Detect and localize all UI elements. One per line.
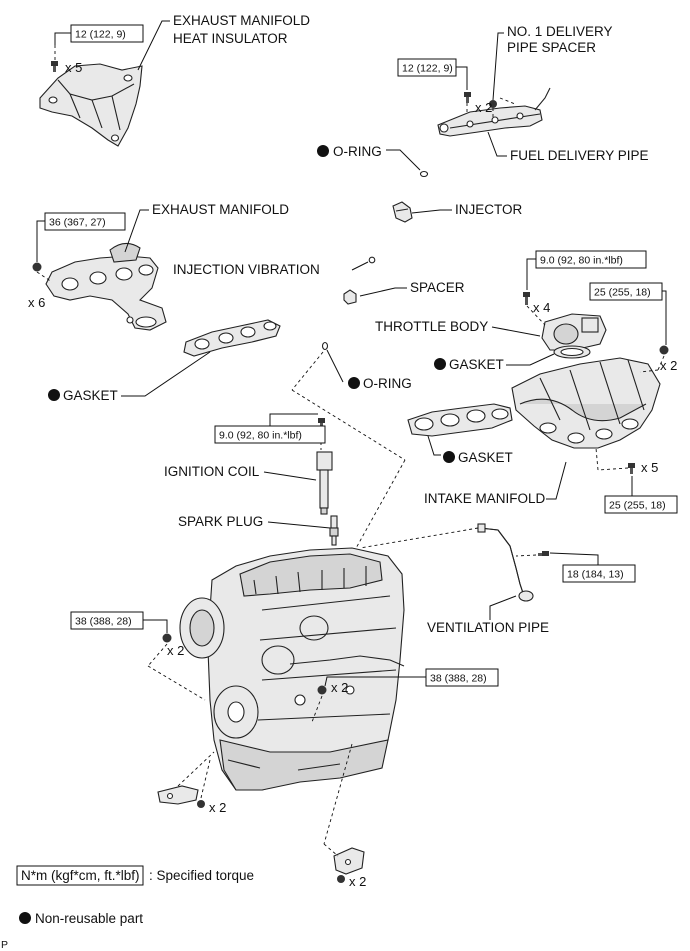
label-gasket-exhaust: GASKET (63, 388, 118, 403)
legend-torque-key: N*m (kgf*cm, ft.*lbf) (21, 868, 140, 883)
engine-block (179, 547, 405, 791)
svg-text:18 (184, 13): 18 (184, 13) (567, 569, 624, 581)
torque-ignition-coil: 9.0 (92, 80 in.*lbf) (214, 425, 326, 444)
bracket-bottom (333, 847, 365, 875)
mult-throttle-body: x 4 (533, 300, 550, 315)
nonreusable-marker (348, 377, 360, 389)
nonreusable-marker (434, 358, 446, 370)
label-no1-spacer-2: PIPE SPACER (507, 40, 596, 55)
bolt-icon (538, 551, 549, 556)
label-heat-insulator-1: EXHAUST MANIFOLD (173, 13, 310, 28)
label-injector: INJECTOR (455, 202, 523, 217)
nonreusable-marker (48, 389, 60, 401)
ventilation-pipe (477, 523, 534, 602)
label-spacer: SPACER (410, 280, 465, 295)
exhaust-manifold-heat-insulator (39, 63, 143, 147)
mult-engine-center: x 2 (331, 680, 348, 695)
label-o-ring-top: O-RING (333, 144, 382, 159)
label-o-ring-mid: O-RING (363, 376, 412, 391)
label-intake-manifold: INTAKE MANIFOLD (424, 491, 546, 506)
throttle-body (541, 313, 607, 351)
bolt-icon (628, 463, 635, 474)
nut-icon (162, 633, 172, 643)
svg-text:9.0 (92, 80 in.*lbf): 9.0 (92, 80 in.*lbf) (540, 255, 623, 267)
nut-icon (659, 345, 669, 355)
torque-ventilation-pipe: 18 (184, 13) (562, 564, 636, 583)
mult-intake-lower: x 5 (641, 460, 658, 475)
torque-throttle-body: 9.0 (92, 80 in.*lbf) (535, 250, 647, 269)
exhaust-gasket (183, 319, 281, 357)
throttle-gasket (553, 345, 591, 359)
torque-engine-center: 38 (388, 28) (425, 668, 499, 687)
intake-manifold (511, 357, 661, 449)
mult-delivery-pipe: x 2 (475, 100, 492, 115)
label-gasket-intake: GASKET (458, 450, 513, 465)
torque-delivery-pipe: 12 (122, 9) (397, 58, 457, 77)
nonreusable-marker (19, 912, 31, 924)
ignition-coil (316, 451, 333, 515)
bolt-icon (489, 100, 497, 108)
o-ring-part (321, 341, 329, 351)
bolt-icon (337, 875, 345, 883)
bolt-icon (464, 92, 471, 103)
svg-text:12 (122, 9): 12 (122, 9) (402, 63, 453, 75)
svg-text:12 (122, 9): 12 (122, 9) (75, 29, 126, 41)
torque-engine-left: 38 (388, 28) (70, 611, 144, 630)
label-spark-plug: SPARK PLUG (178, 514, 263, 529)
label-throttle-body: THROTTLE BODY (375, 319, 488, 334)
nut-icon (317, 685, 327, 695)
torque-intake-lower: 25 (255, 18) (604, 495, 678, 514)
svg-text:38 (388, 28): 38 (388, 28) (75, 616, 132, 628)
bolt-icon (51, 61, 58, 72)
injector (392, 201, 413, 223)
legend-torque-desc: : Specified torque (149, 868, 254, 883)
torque-intake-upper: 25 (255, 18) (589, 282, 663, 301)
bolt-icon (197, 800, 205, 808)
exhaust-manifold (45, 242, 167, 331)
mult-heat-insulator: x 5 (65, 60, 82, 75)
label-exhaust-manifold: EXHAUST MANIFOLD (152, 202, 289, 217)
bolt-icon (523, 292, 530, 305)
bracket-left (157, 785, 199, 805)
label-injection-vibration: INJECTION VIBRATION (173, 262, 320, 277)
label-ventilation-pipe: VENTILATION PIPE (427, 620, 549, 635)
label-fuel-delivery-pipe: FUEL DELIVERY PIPE (510, 148, 649, 163)
spark-plug (329, 515, 339, 546)
mult-bracket-bottom: x 2 (349, 874, 366, 889)
legend-nonreusable-text: Non-reusable part (35, 911, 143, 926)
svg-text:25 (255, 18): 25 (255, 18) (594, 287, 651, 299)
svg-text:38 (388, 28): 38 (388, 28) (430, 673, 487, 685)
nonreusable-marker (317, 145, 329, 157)
label-ignition-coil: IGNITION COIL (164, 464, 260, 479)
legend-nonreusable: Non-reusable part (19, 911, 143, 926)
mult-bracket-left: x 2 (209, 800, 226, 815)
svg-text:9.0 (92, 80 in.*lbf): 9.0 (92, 80 in.*lbf) (219, 430, 302, 442)
figure-code: P (1, 939, 8, 951)
svg-text:25 (255, 18): 25 (255, 18) (609, 500, 666, 512)
nut-icon (32, 262, 42, 272)
mult-intake-upper: x 2 (660, 358, 677, 373)
torque-heat-insulator: 12 (122, 9) (70, 24, 144, 43)
svg-text:36 (367, 27): 36 (367, 27) (49, 217, 106, 229)
mult-engine-left: x 2 (167, 643, 184, 658)
injection-vibration-part (368, 256, 376, 264)
fuel-delivery-pipe (437, 87, 551, 137)
label-heat-insulator-2: HEAT INSULATOR (173, 31, 288, 46)
o-ring-part (419, 170, 429, 178)
label-gasket-throttle: GASKET (449, 357, 504, 372)
nonreusable-marker (443, 451, 455, 463)
legend-torque: N*m (kgf*cm, ft.*lbf) : Specified torque (16, 865, 254, 886)
label-no1-spacer-1: NO. 1 DELIVERY (507, 24, 613, 39)
mult-exhaust-manifold: x 6 (28, 295, 45, 310)
intake-gasket (407, 403, 513, 437)
torque-exhaust-manifold: 36 (367, 27) (44, 212, 126, 231)
spacer (343, 289, 357, 305)
